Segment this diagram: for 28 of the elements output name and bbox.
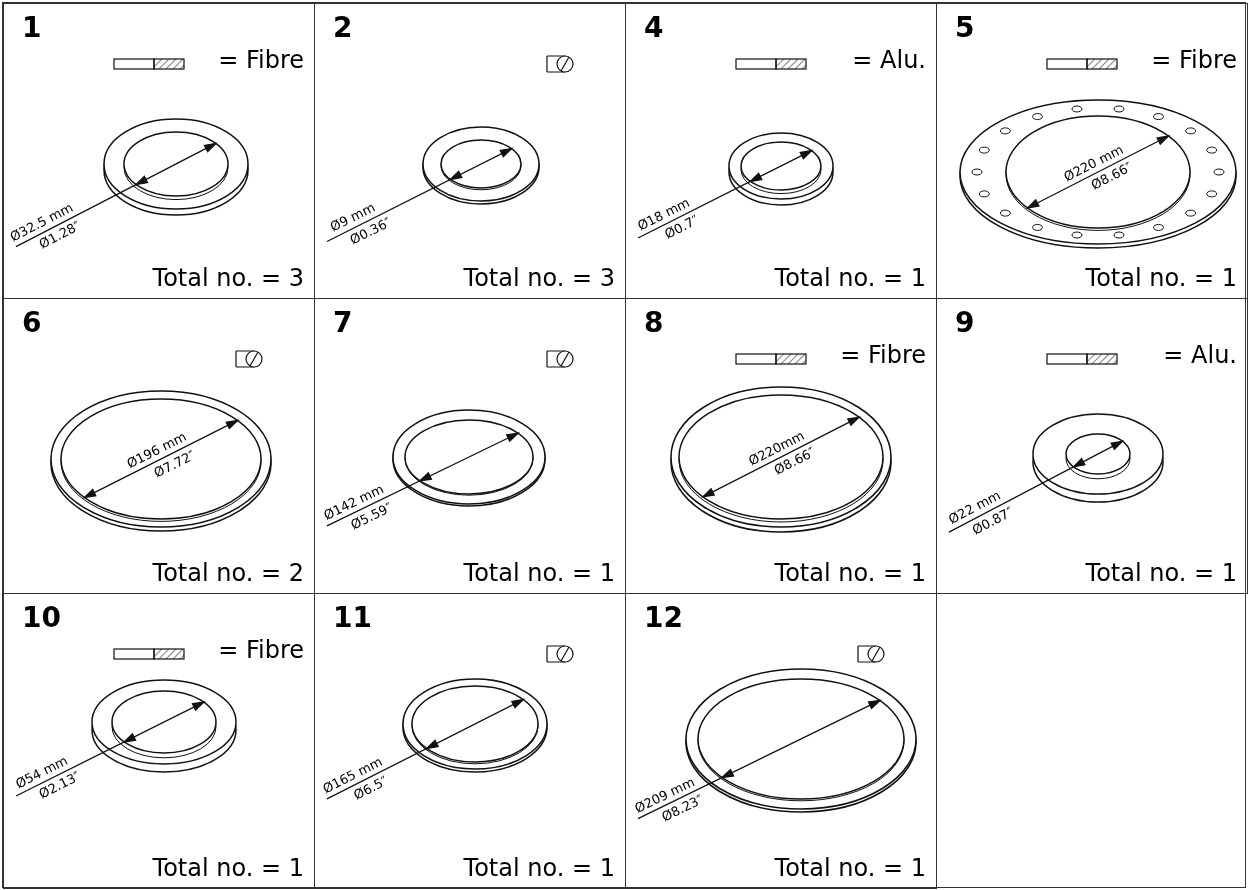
quantity-text: Total no. = 1	[463, 856, 615, 880]
quantity-text: Total no. = 3	[152, 266, 304, 290]
quantity-text: Total no. = 3	[463, 266, 615, 290]
item-number: 4	[644, 14, 664, 42]
quantity-text: Total no. = 1	[774, 266, 926, 290]
item-number: 9	[955, 309, 975, 337]
material-text: = Alu.	[852, 48, 926, 72]
quantity-text: Total no. = 1	[152, 856, 304, 880]
item-number: 11	[333, 604, 372, 632]
item-number: 10	[22, 604, 61, 632]
item-number: 2	[333, 14, 353, 42]
quantity-text: Total no. = 1	[774, 561, 926, 585]
material-text: = Fibre	[218, 48, 304, 72]
quantity-text: Total no. = 1	[1085, 266, 1237, 290]
item-number: 7	[333, 309, 353, 337]
material-text: = Fibre	[1151, 48, 1237, 72]
item-number: 1	[22, 14, 42, 42]
quantity-text: Total no. = 1	[1085, 561, 1237, 585]
quantity-text: Total no. = 1	[774, 856, 926, 880]
quantity-text: Total no. = 2	[152, 561, 304, 585]
material-text: = Fibre	[840, 343, 926, 367]
item-number: 8	[644, 309, 664, 337]
item-number: 12	[644, 604, 683, 632]
item-number: 5	[955, 14, 975, 42]
material-text: = Alu.	[1163, 343, 1237, 367]
item-number: 6	[22, 309, 42, 337]
material-text: = Fibre	[218, 638, 304, 662]
quantity-text: Total no. = 1	[463, 561, 615, 585]
